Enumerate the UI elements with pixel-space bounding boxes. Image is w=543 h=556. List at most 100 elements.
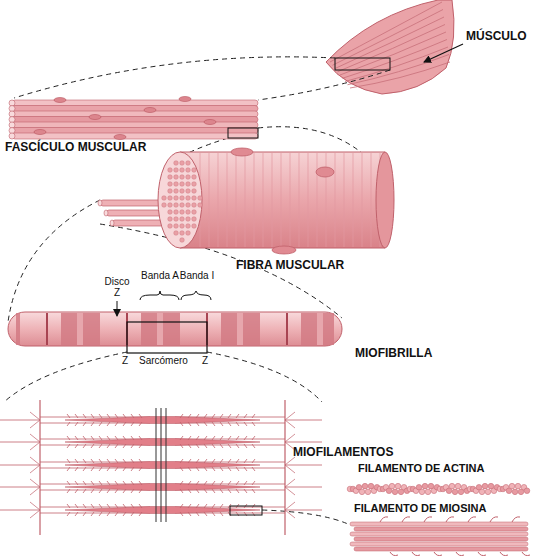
myosin-head <box>115 459 118 471</box>
actin-bead <box>479 489 485 495</box>
myosin-head <box>180 414 183 426</box>
myosin-head <box>228 459 231 471</box>
myosin-head <box>188 459 191 471</box>
myosin-head <box>115 481 118 493</box>
myosin-illustration <box>350 517 530 556</box>
myosin-head <box>139 414 142 426</box>
myofibril-bands <box>16 313 334 345</box>
myosin-head <box>236 481 239 493</box>
myofibril-dot <box>168 182 173 187</box>
fascicle-tube <box>12 111 258 117</box>
actin-bead <box>419 489 425 495</box>
myosin-head <box>99 481 102 493</box>
myosin-head <box>83 436 86 448</box>
myosin-head <box>204 459 207 471</box>
myofibril-dot <box>180 210 185 215</box>
m-line <box>161 408 162 522</box>
myosin-head <box>67 414 70 426</box>
muscle-striation <box>330 2 442 62</box>
myofibril-dot <box>186 231 191 236</box>
myofibril-dot <box>162 196 167 201</box>
fiber-striation <box>335 153 336 247</box>
leader-arrow <box>424 44 463 62</box>
myosin-head <box>67 436 70 448</box>
myosin-head <box>107 414 110 426</box>
myosin-head <box>139 481 142 493</box>
myofibril-dot <box>174 189 179 194</box>
myofibril-dot <box>198 203 203 208</box>
myosin-head <box>91 481 94 493</box>
nucleus <box>54 98 66 103</box>
fiber-striation <box>344 153 345 247</box>
myofibril-dot <box>174 224 179 229</box>
actin-bead <box>359 489 365 495</box>
myosin-head <box>252 414 255 426</box>
actin-bead <box>362 483 368 489</box>
myofibril-dot <box>168 189 173 194</box>
myofibril-dot <box>186 182 191 187</box>
myosin-head <box>244 459 247 471</box>
fascicle-tube <box>12 133 258 139</box>
muscle-striations <box>330 2 450 88</box>
fiber-striation <box>353 153 354 247</box>
actin-filament <box>0 420 40 421</box>
myosin-strand <box>354 527 528 531</box>
part-label: FILAMENTO DE ACTINA <box>358 462 541 474</box>
myosin-head <box>115 436 118 448</box>
fascicle-tube <box>12 122 258 128</box>
myofibril-dot <box>174 168 179 173</box>
actin-bead <box>425 489 431 495</box>
myosin-head <box>244 481 247 493</box>
fascicle-tube <box>12 106 258 112</box>
myofibril-dot <box>174 161 179 166</box>
myosin-head <box>123 459 126 471</box>
actin-bead <box>389 483 395 489</box>
myosin-head <box>180 481 183 493</box>
myofibril-dot <box>192 196 197 201</box>
myosin-head <box>139 459 142 471</box>
myosin-strand <box>350 522 528 526</box>
fascicle-tube <box>12 117 258 123</box>
part-label: FASCÍCULO MUSCULAR <box>5 141 185 154</box>
actin-filament <box>285 465 322 466</box>
myosin-head <box>228 414 231 426</box>
myofibril-rod <box>8 312 342 346</box>
myosin-head <box>244 436 247 448</box>
h-zone <box>237 313 243 345</box>
actin-bead <box>449 483 455 489</box>
myosin-head <box>468 517 486 556</box>
myosin-head <box>180 459 183 471</box>
myofibril-dot <box>168 175 173 180</box>
actin-filament <box>0 510 40 511</box>
myosin-head <box>212 459 215 471</box>
myosin-head <box>75 504 78 516</box>
myofibril-dot <box>186 196 191 201</box>
myosin-head <box>196 414 199 426</box>
myosin-head <box>75 436 78 448</box>
a-band <box>16 313 20 345</box>
actin-filament <box>285 442 322 443</box>
myosin-head <box>139 436 142 448</box>
myosin-filament <box>65 507 260 514</box>
myofibril-dot <box>180 224 185 229</box>
myosin-head <box>107 436 110 448</box>
fascicle-tube <box>12 100 258 106</box>
myosin-head <box>131 436 134 448</box>
myosin-head <box>131 414 134 426</box>
myofibril-dot <box>186 175 191 180</box>
myofibril-dot <box>180 189 185 194</box>
zoom-box <box>335 58 390 70</box>
myosin-head <box>236 414 239 426</box>
myosin-head <box>212 414 215 426</box>
part-label: Disco Z <box>102 276 132 298</box>
tube-end <box>9 128 15 134</box>
myofibril-dot <box>174 217 179 222</box>
myosin-filament <box>65 439 260 446</box>
a-band <box>301 313 334 345</box>
h-zone <box>317 313 323 345</box>
tube-end <box>98 200 102 206</box>
myofibril-dot <box>192 224 197 229</box>
leader-arrow <box>117 301 118 316</box>
myosin-head <box>99 504 102 516</box>
